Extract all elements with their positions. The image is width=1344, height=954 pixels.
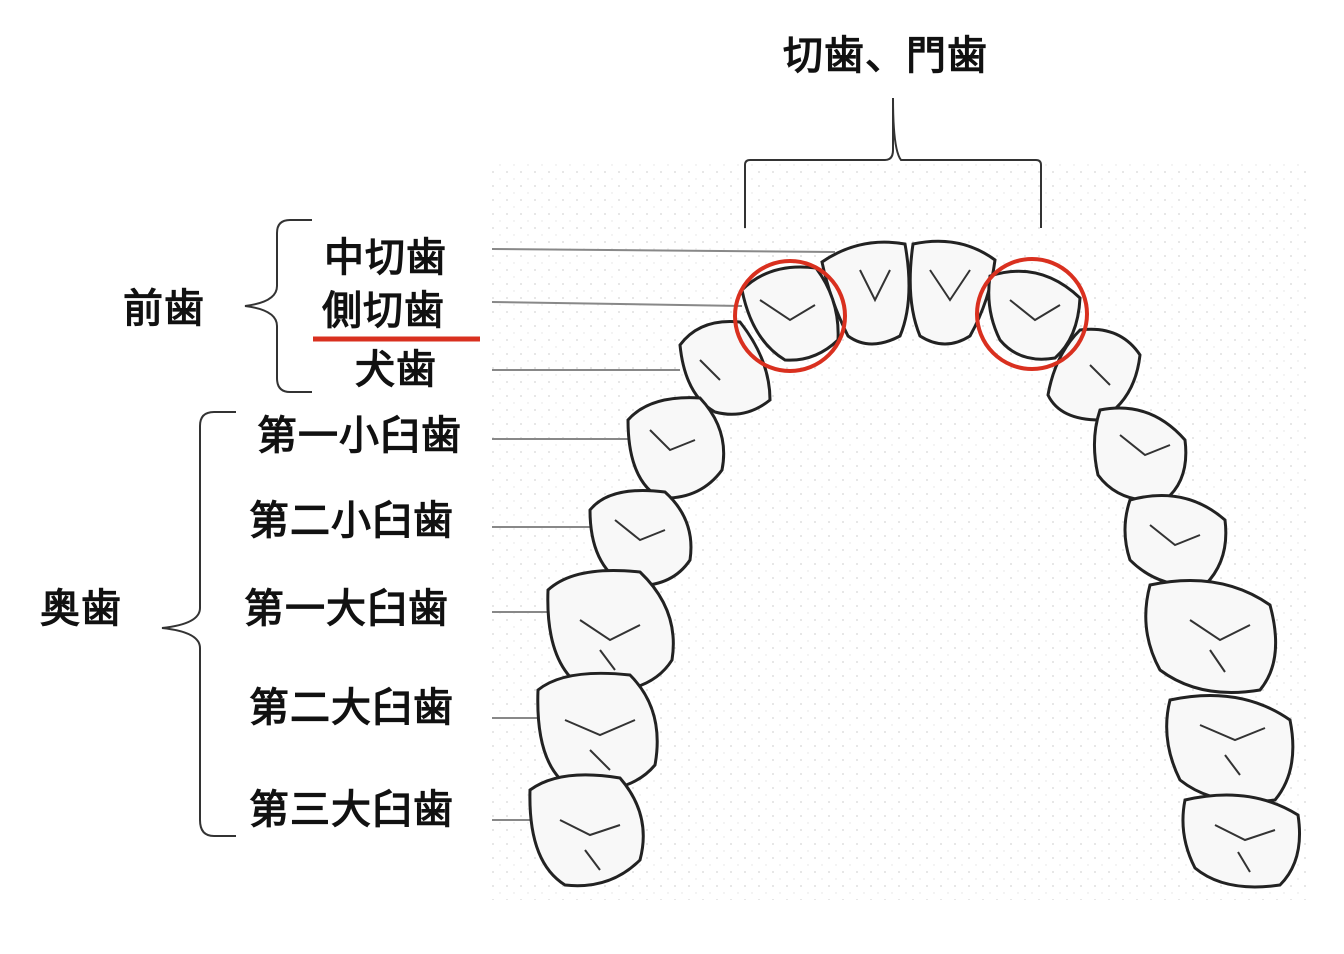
tooth-first-molar-right <box>1144 579 1278 694</box>
posterior-brace <box>161 411 236 837</box>
tooth-second-premolar-left <box>588 488 693 588</box>
incisor-group-label: 切歯、門歯 <box>783 33 988 79</box>
highlight-circle-left <box>733 259 847 373</box>
tooth-second-molar-right <box>1165 694 1295 804</box>
tooth-label-third-molar: 第三大臼歯 <box>249 787 454 833</box>
tooth-third-molar-left <box>528 773 645 888</box>
tooth-label-lateral-incisor: 側切歯 <box>322 288 445 334</box>
tooth-label-second-premolar: 第二小臼歯 <box>249 498 454 544</box>
tooth-central-incisor-right <box>908 239 997 346</box>
tooth-label-first-molar: 第一大臼歯 <box>244 586 449 632</box>
tooth-lateral-incisor-right <box>987 269 1082 361</box>
posterior-teeth-label: 奥歯 <box>40 586 122 632</box>
tooth-second-molar-left <box>536 671 659 793</box>
tooth-canine-left <box>678 319 772 416</box>
leader-lines <box>491 248 836 821</box>
anterior-brace <box>244 219 312 393</box>
top-bracket <box>744 97 1042 228</box>
tooth-first-molar-left <box>546 568 675 694</box>
highlight-circle-right <box>975 257 1089 371</box>
tooth-label-first-premolar: 第一小臼歯 <box>257 413 462 459</box>
tooth-third-molar-right <box>1181 793 1302 889</box>
tooth-label-second-molar: 第二大臼歯 <box>249 685 454 731</box>
dental-arch <box>528 239 1302 889</box>
tooth-label-canine: 犬歯 <box>355 347 437 393</box>
tooth-fissures <box>559 269 1276 873</box>
tooth-label-central-incisor: 中切歯 <box>324 235 447 281</box>
anterior-teeth-label: 前歯 <box>123 286 205 332</box>
